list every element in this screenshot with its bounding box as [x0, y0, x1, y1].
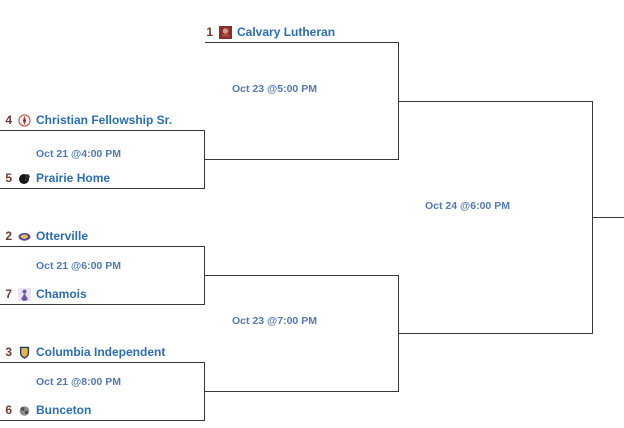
bracket-line — [398, 275, 399, 392]
team-name-link[interactable]: Prairie Home — [36, 171, 111, 185]
bracket-line — [204, 159, 399, 160]
team-name-link[interactable]: Chamois — [36, 287, 87, 301]
bracket-line — [204, 391, 399, 392]
bracket-line — [0, 420, 204, 421]
bracket-line — [398, 101, 593, 102]
game-time-semifinal-bottom[interactable]: Oct 23 @7:00 PM — [232, 315, 317, 327]
bracket-line — [0, 362, 204, 363]
team-seed: 4 — [5, 113, 12, 127]
columbia-independent-logo-icon — [18, 346, 31, 359]
team-name-link[interactable]: Bunceton — [36, 403, 92, 417]
team-seed: 6 — [5, 403, 12, 417]
game-time-quarterfinal-2v7[interactable]: Oct 21 @6:00 PM — [36, 260, 121, 272]
otterville-logo-icon — [18, 230, 31, 243]
bunceton-logo-icon — [18, 404, 31, 417]
christian-fellowship-logo-icon — [18, 113, 31, 127]
team-row-bunceton: 6 Bunceton — [4, 402, 91, 418]
bracket-line — [0, 246, 204, 247]
bracket-line — [204, 246, 205, 305]
bracket-line — [204, 362, 205, 421]
bracket-line — [398, 333, 593, 334]
bracket-line — [0, 304, 204, 305]
prairie-home-logo-icon — [18, 172, 31, 185]
team-seed: 5 — [5, 171, 12, 185]
team-seed: 1 — [206, 25, 213, 39]
bracket-line — [0, 130, 204, 131]
team-name-link[interactable]: Otterville — [36, 229, 89, 243]
team-seed: 2 — [5, 229, 12, 243]
team-name-link[interactable]: Christian Fellowship Sr. — [36, 113, 173, 127]
team-row-columbia-independent: 3 Columbia Independent — [4, 344, 165, 360]
chamois-logo-icon — [18, 287, 31, 301]
bracket-line — [0, 188, 204, 189]
team-seed: 7 — [5, 287, 12, 301]
bracket-line — [204, 275, 399, 276]
bracket-line — [205, 42, 399, 43]
bracket-line — [592, 101, 593, 334]
bracket-line — [592, 217, 624, 218]
team-name-link[interactable]: Calvary Lutheran — [237, 25, 336, 39]
bracket-line — [204, 130, 205, 189]
calvary-lutheran-logo-icon — [219, 25, 232, 39]
game-time-quarterfinal-3v6[interactable]: Oct 21 @8:00 PM — [36, 376, 121, 388]
bracket-line — [398, 42, 399, 160]
game-time-quarterfinal-4v5[interactable]: Oct 21 @4:00 PM — [36, 148, 121, 160]
team-row-otterville: 2 Otterville — [4, 228, 88, 244]
team-name-link[interactable]: Columbia Independent — [36, 345, 166, 359]
game-time-semifinal-top[interactable]: Oct 23 @5:00 PM — [232, 83, 317, 95]
team-seed: 3 — [5, 345, 12, 359]
team-row-chamois: 7 Chamois — [4, 286, 87, 302]
game-time-final[interactable]: Oct 24 @6:00 PM — [425, 200, 510, 212]
team-row-calvary-lutheran: 1 Calvary Lutheran — [205, 24, 335, 40]
team-row-prairie-home: 5 Prairie Home — [4, 170, 110, 186]
team-row-christian-fellowship: 4 Christian Fellowship Sr. — [4, 112, 172, 128]
